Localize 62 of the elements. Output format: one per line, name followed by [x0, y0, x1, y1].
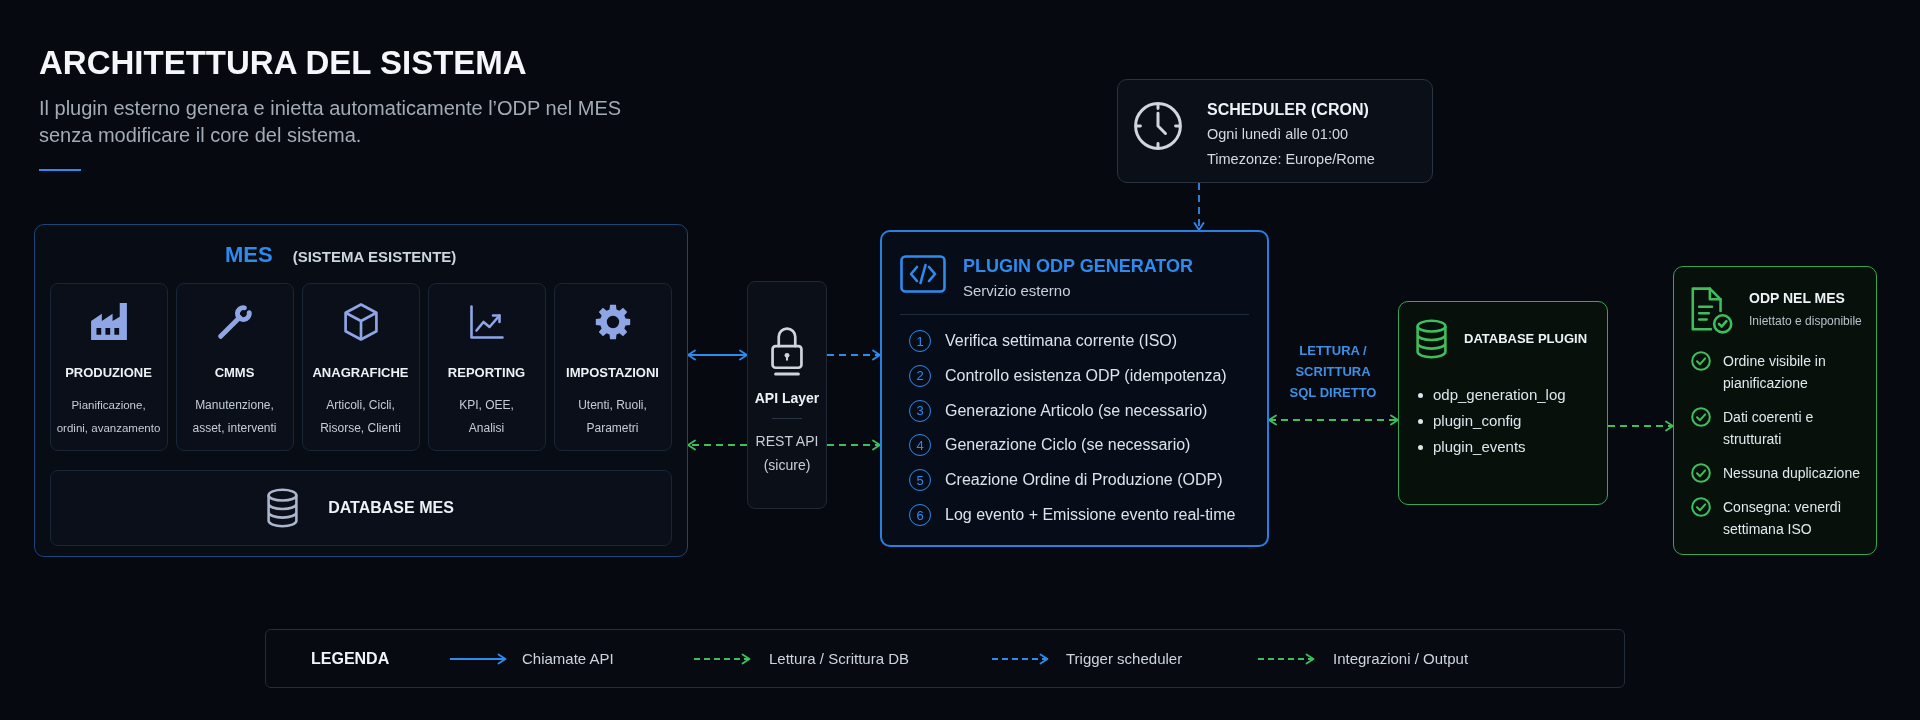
layer-title: API Layer [754, 389, 820, 408]
module-card [175, 282, 294, 451]
step-text: Generazione Articolo (se necessario) [945, 400, 1208, 421]
panel-title: PLUGIN ODP GENERATOR [963, 255, 1194, 278]
module-description: Pianificazione, ordini, avanzamento [55, 397, 162, 436]
table-name: odp_generation_log [1433, 385, 1566, 405]
database-panel [1398, 301, 1608, 505]
database-card [49, 469, 672, 546]
step-text: Generazione Ciclo (se necessario) [945, 435, 1191, 456]
panel-title: MES [225, 241, 273, 269]
plugin-panel [880, 230, 1269, 547]
page-subtitle: Il plugin esterno genera e inietta automaticamente l’ODP nel MES senza modificare il core del sistema. [39, 96, 623, 148]
table-name: plugin_events [1433, 437, 1526, 457]
module-description: KPI, OEE, Analisi [458, 396, 515, 437]
dashed-arrow [1193, 182, 1205, 231]
legend-label: Lettura / Scrittura DB [769, 649, 910, 669]
output-panel [1673, 266, 1877, 555]
dashed-double-arrow [1268, 414, 1399, 426]
check-item-text: Consegna: venerdì settimana ISO [1723, 498, 1843, 539]
module-title: ANAGRAFICHE [312, 363, 409, 382]
database-title: DATABASE MES [328, 498, 454, 517]
check-item-text: Dati coerenti e strutturati [1723, 408, 1815, 449]
step-text: Verifica settimana corrente (ISO) [945, 331, 1178, 351]
panel-subtitle: (SISTEMA ESISTENTE) [292, 247, 457, 267]
dashed-arrow [826, 349, 881, 361]
panel-title: ODP NEL MES [1749, 289, 1845, 308]
card-title: SCHEDULER (CRON) [1207, 100, 1370, 120]
table-name: plugin_config [1433, 411, 1522, 431]
legend-label: Chiamate API [522, 649, 614, 669]
module-card [553, 282, 672, 451]
step-text: Creazione Ordine di Produzione (ODP) [945, 470, 1223, 491]
panel-subtitle: Servizio esterno [963, 281, 1071, 301]
scheduler-card [1117, 79, 1433, 183]
legend-label: Trigger scheduler [1066, 649, 1183, 669]
module-title: REPORTING [447, 363, 526, 382]
module-description: Manutenzione, asset, interventi [191, 396, 278, 437]
step-text: Controllo esistenza ODP (idempotenza) [945, 365, 1227, 386]
check-item-text: Ordine visibile in pianificazione [1723, 352, 1827, 393]
module-title: IMPOSTAZIONI [566, 363, 659, 382]
module-card [427, 282, 546, 451]
dashed-arrow [826, 439, 881, 451]
legend-title: LEGENDA [311, 649, 390, 669]
dashed-arrow [1607, 420, 1674, 432]
module-card [49, 282, 168, 451]
step-text: Log evento + Emissione evento real-time [945, 505, 1236, 525]
legend-label: Integrazioni / Output [1333, 649, 1469, 669]
schedule-detail: Ogni lunedì alle 01:00 [1207, 125, 1350, 144]
module-description: Utenti, Ruoli, Parametri [577, 396, 648, 437]
schedule-detail: Timezonze: Europe/Rome [1207, 150, 1375, 169]
system-panel [34, 224, 688, 557]
module-title: CMMS [214, 363, 255, 382]
layer-subtitle: REST API (sicure) [754, 432, 820, 475]
module-card [301, 282, 420, 451]
panel-subtitle: Iniettato e disponibile [1749, 313, 1862, 329]
dashed-arrow [687, 439, 748, 451]
api-layer-panel [747, 281, 827, 509]
panel-title: DATABASE PLUGIN [1464, 330, 1588, 348]
page-title: ARCHITETTURA DEL SISTEMA [39, 43, 527, 83]
module-description: Articoli, Cicli, Risorse, Clienti [319, 396, 402, 437]
double-arrow [687, 349, 748, 361]
check-item-text: Nessuna duplicazione [1723, 464, 1860, 483]
module-title: PRODUZIONE [65, 363, 152, 382]
